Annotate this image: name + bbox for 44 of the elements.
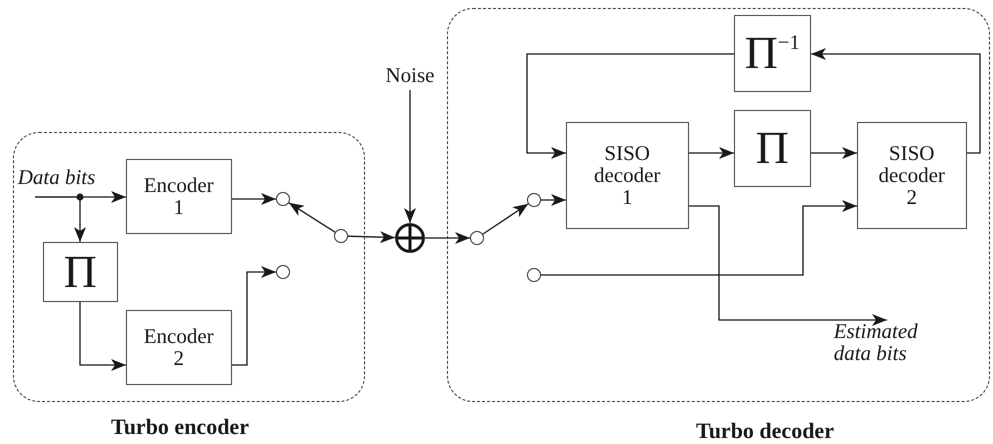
- signal-label: Noise: [386, 64, 434, 86]
- arrow: [425, 232, 470, 244]
- terminal-circle: [526, 268, 541, 282]
- terminal-circle: [470, 230, 484, 245]
- interleaver-box: [734, 110, 811, 187]
- group-heading: Turbo decoder: [696, 418, 834, 444]
- arrow: [811, 48, 981, 154]
- block-label: SISO decoder 2: [877, 142, 946, 208]
- block-label: Encoder 2: [142, 325, 215, 370]
- arrow: [811, 147, 857, 159]
- terminal-circle: [276, 192, 290, 206]
- arrow: [35, 196, 86, 242]
- interleaver-box: [42, 242, 118, 302]
- dashed-group-frame: [13, 132, 365, 402]
- arrow: [79, 302, 126, 371]
- signal-label: Estimated data bits: [834, 320, 919, 364]
- adder-symbol: [395, 223, 425, 253]
- arrow: [541, 194, 566, 206]
- terminal-circle: [334, 228, 348, 243]
- process-box: [566, 122, 689, 229]
- process-box: [856, 122, 967, 229]
- terminal-circle: [526, 192, 541, 207]
- interleaver-box: [734, 14, 811, 92]
- arrow: [689, 147, 734, 159]
- block-label: Π: [756, 125, 789, 172]
- arrow: [689, 205, 887, 326]
- arrow: [526, 53, 734, 159]
- arrow: [288, 202, 336, 233]
- dashed-group-frame: [447, 8, 990, 402]
- arrow: [232, 266, 276, 366]
- terminal-circle: [276, 264, 290, 279]
- block-label: Encoder 1: [142, 174, 215, 218]
- process-box: [126, 310, 232, 385]
- group-heading: Turbo encoder: [111, 414, 249, 440]
- arrow: [541, 200, 857, 276]
- signal-label: Data bits: [18, 166, 96, 188]
- arrow: [404, 90, 416, 223]
- arrow: [482, 203, 529, 235]
- process-box: [126, 158, 232, 234]
- block-label: Π$^{−1}$: [744, 30, 800, 76]
- arrow: [348, 231, 396, 244]
- arrow: [232, 193, 276, 205]
- block-label: SISO decoder 1: [592, 142, 662, 208]
- block-label: Π: [64, 248, 97, 295]
